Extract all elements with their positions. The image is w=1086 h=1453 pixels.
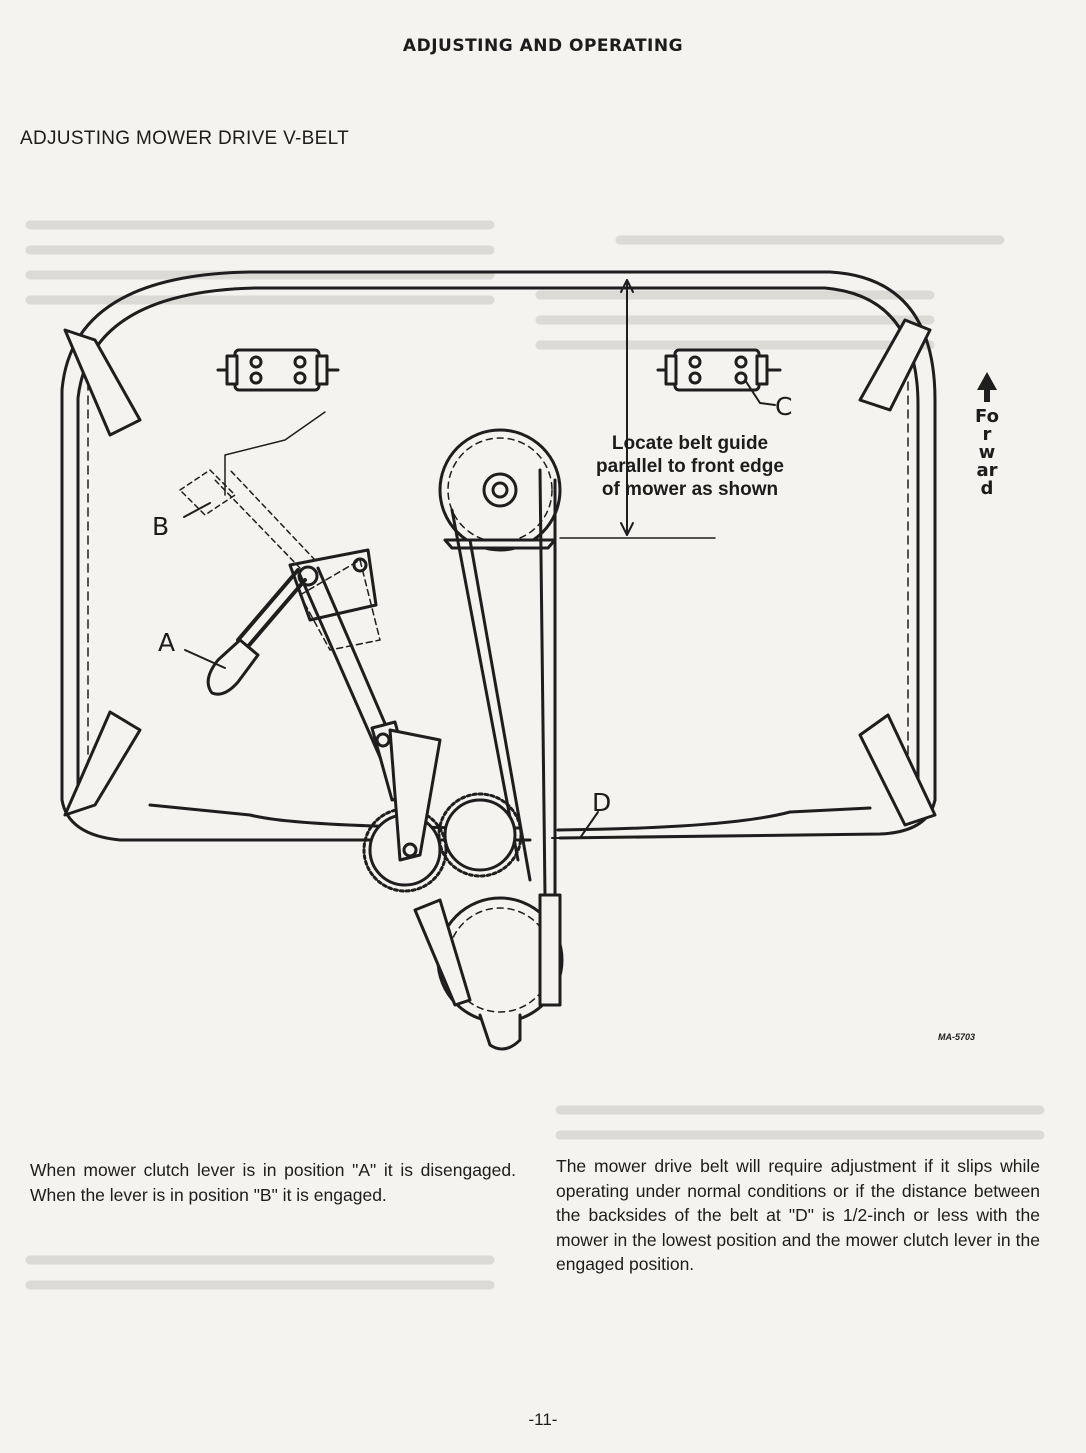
gear-right — [437, 792, 523, 878]
left-paragraph: When mower clutch lever is in position "… — [30, 1160, 516, 1205]
front-right-axle — [656, 348, 782, 392]
section-title: ADJUSTING MOWER DRIVE V-BELT — [20, 128, 349, 149]
page-number: -11- — [528, 1410, 558, 1429]
page-header: ADJUSTING AND OPERATING — [402, 36, 684, 56]
drive-pulley — [413, 893, 564, 1051]
label-a: A — [158, 628, 176, 657]
callout-line-1: Locate belt guide — [611, 433, 769, 454]
clutch-lever-position-b — [179, 469, 316, 569]
front-left-axle — [216, 348, 340, 392]
forward-label: Forward — [975, 406, 999, 499]
label-c: C — [775, 392, 793, 421]
label-b: B — [152, 512, 170, 541]
figure-code: MA-5703 — [938, 1032, 976, 1042]
right-paragraph: The mower drive belt will require adjust… — [556, 1156, 1040, 1274]
callout-line-2: parallel to front edge — [596, 456, 784, 477]
label-d: D — [592, 788, 612, 817]
clutch-linkage — [288, 548, 442, 862]
callout-line-3: of mower as shown — [601, 479, 779, 500]
forward-arrow-icon — [977, 372, 997, 402]
belt-guide-callout: Locate belt guide parallel to front edge… — [560, 432, 820, 501]
clutch-lever-position-a — [184, 568, 307, 696]
